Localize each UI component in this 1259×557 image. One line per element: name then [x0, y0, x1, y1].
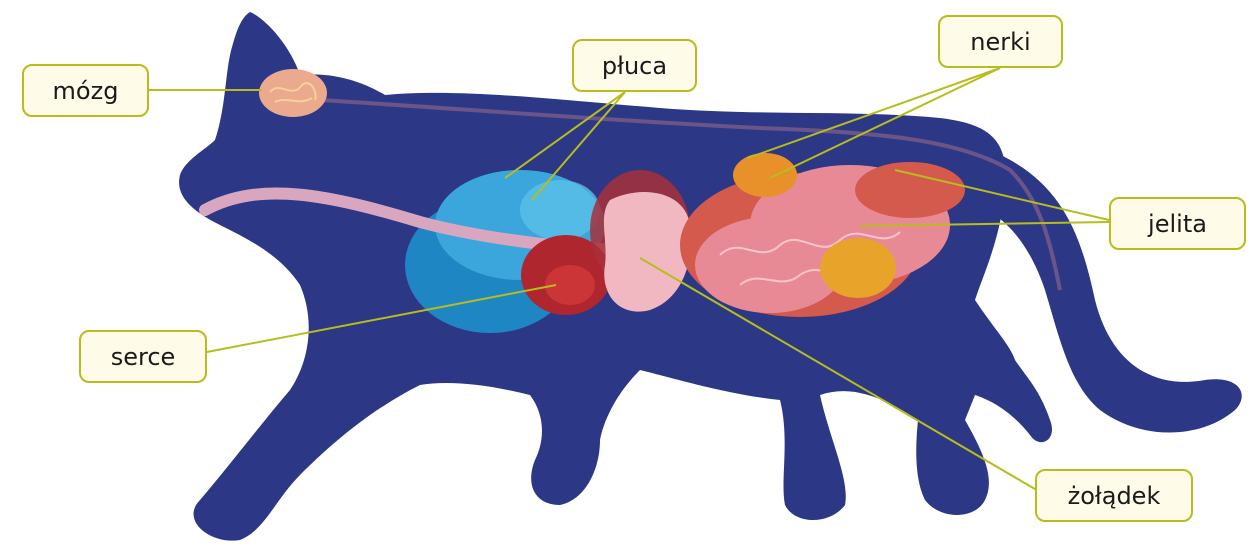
kidneys-organ — [733, 153, 797, 197]
label-intestines: jelita — [1109, 197, 1246, 250]
label-heart: serce — [79, 330, 207, 383]
brain-organ — [259, 69, 327, 117]
label-kidneys: nerki — [938, 15, 1063, 68]
label-brain: mózg — [22, 64, 149, 117]
label-lungs: płuca — [572, 39, 697, 92]
label-stomach: żołądek — [1035, 469, 1193, 522]
